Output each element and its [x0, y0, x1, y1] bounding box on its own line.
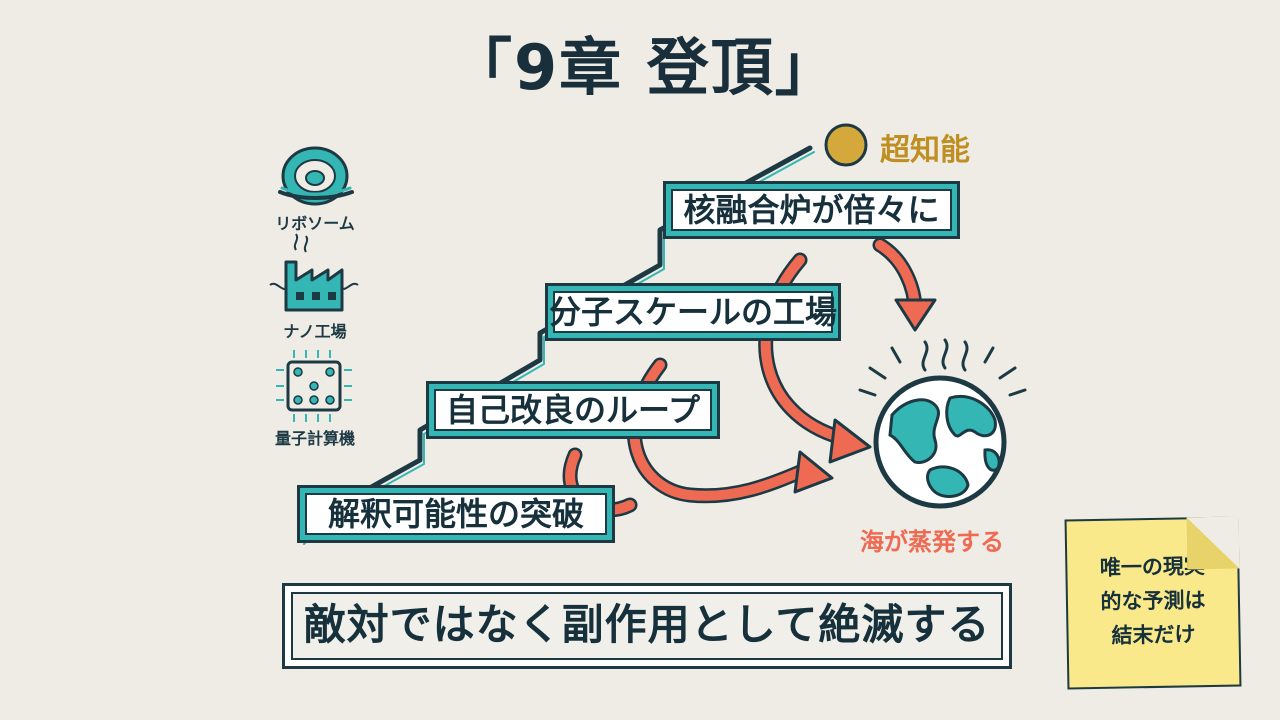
step-fusion-doubling: 核融合炉が倍々に	[663, 181, 960, 239]
sticky-note-line: 的な予測は	[1100, 588, 1206, 614]
superintelligence-label: 超知能	[880, 133, 970, 168]
ribosome-label: リボソーム	[275, 214, 355, 233]
factory-icon	[269, 233, 359, 312]
quantum-chip-icon	[276, 350, 352, 422]
sun-icon	[824, 123, 868, 167]
step-interpretability-breakthrough: 解釈可能性の突破	[297, 485, 615, 543]
arrow-heads	[793, 298, 937, 494]
quantum-computer-label: 量子計算機	[274, 429, 355, 448]
earth-icon	[858, 338, 1027, 509]
step-self-improvement-loop: 自己改良のループ	[426, 381, 720, 439]
ribosome-icon	[278, 146, 354, 206]
sticky-note-fold	[1186, 516, 1240, 570]
conclusion-box: 敵対ではなく副作用として絶滅する	[282, 583, 1012, 669]
steam-icon	[921, 338, 969, 372]
step-molecular-factories: 分子スケールの工場	[545, 283, 841, 341]
sticky-note: 唯一の現実 的な予測は 結末だけ	[1064, 516, 1242, 690]
heat-rays-icon	[858, 346, 1027, 397]
sticky-note-line: 結末だけ	[1111, 622, 1196, 648]
ocean-evaporates-label: 海が蒸発する	[860, 528, 1004, 556]
nano-factory-label: ナノ工場	[283, 322, 347, 341]
chapter-title: 「9章 登頂」	[450, 31, 839, 104]
